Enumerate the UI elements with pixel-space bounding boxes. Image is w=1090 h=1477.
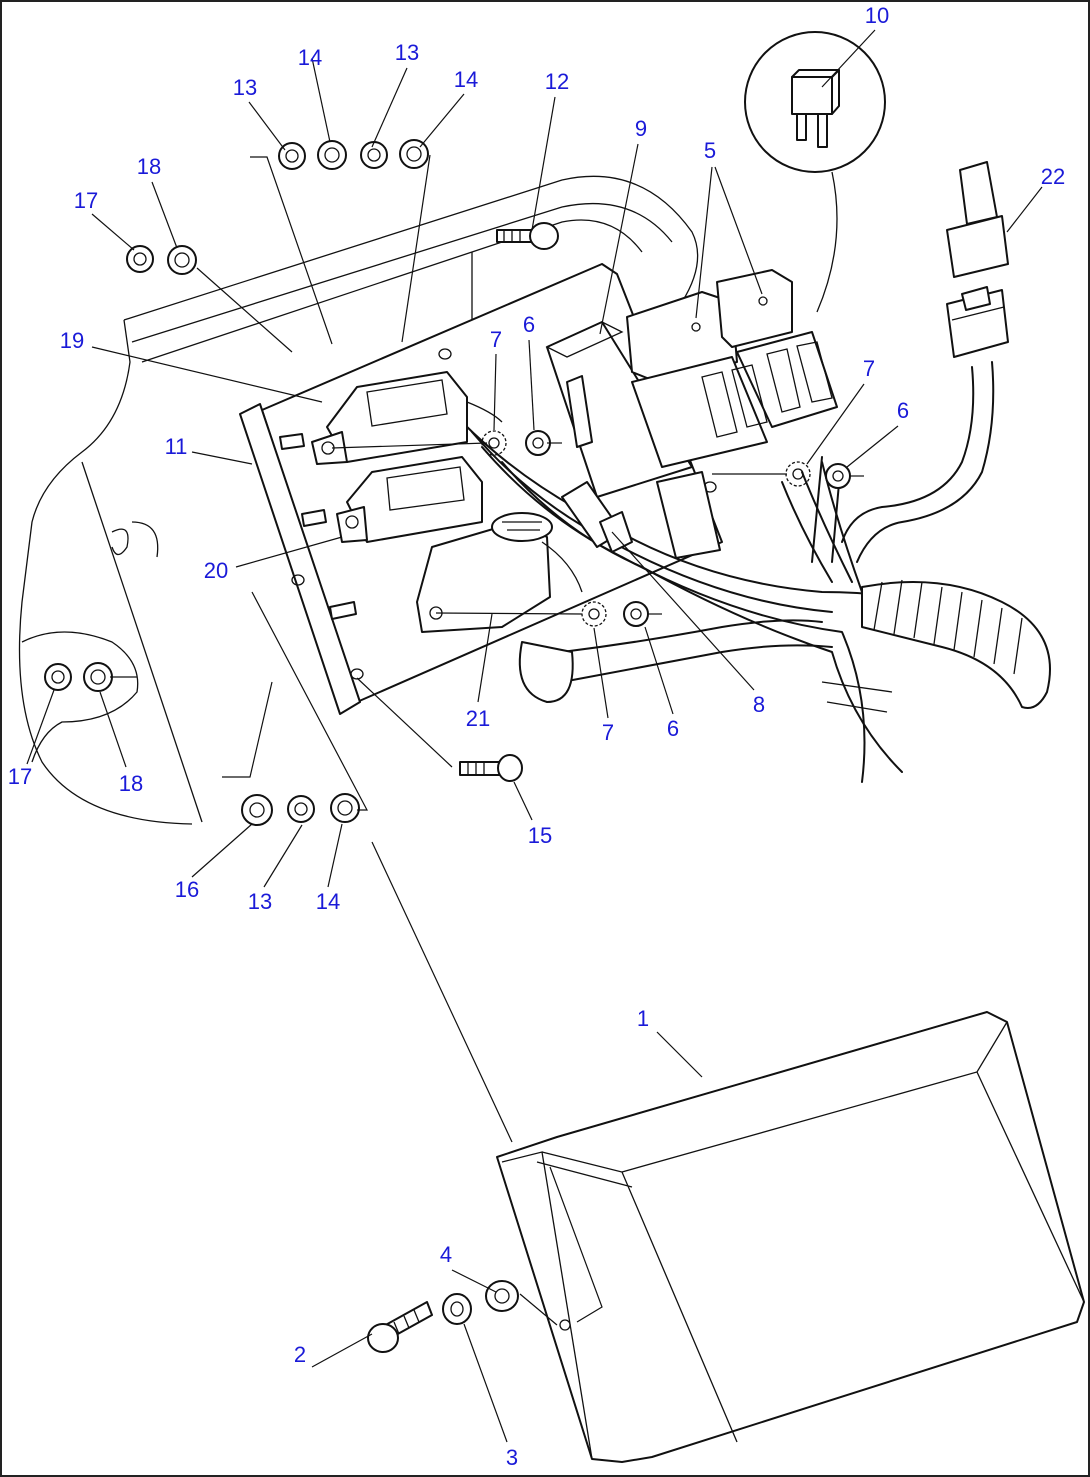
callout-c11: 11: [164, 434, 188, 459]
callout-c9: 9: [634, 116, 648, 141]
callout-c13b: 13: [394, 40, 420, 65]
callout-c10: 10: [864, 3, 890, 28]
buzzer-21: [416, 512, 583, 633]
callout-c4: 4: [439, 1242, 453, 1267]
hardware-top-row: [278, 139, 429, 170]
washer-4: [485, 1280, 519, 1312]
callout-c6b: 6: [896, 398, 910, 423]
fuse-detail: [744, 31, 886, 313]
callout-c7c: 7: [601, 720, 615, 745]
callout-c14a: 14: [297, 45, 323, 70]
callout-c22: 22: [1040, 164, 1066, 189]
callout-c2: 2: [293, 1342, 307, 1367]
bolt-12: [496, 222, 559, 250]
callout-c20: 20: [203, 558, 229, 583]
callout-c5: 5: [703, 138, 717, 163]
hardware-bottom-left: [44, 662, 113, 692]
relay-20: [336, 456, 483, 543]
connector-8: [561, 481, 633, 553]
cover-1: [496, 1011, 1085, 1463]
callout-c8: 8: [752, 692, 766, 717]
callout-c19: 19: [59, 328, 85, 353]
callout-c3: 3: [505, 1445, 519, 1470]
callout-c7b: 7: [862, 356, 876, 381]
callout-c13a: 13: [232, 75, 258, 100]
callout-c18a: 18: [136, 154, 162, 179]
callout-c14b: 14: [453, 67, 479, 92]
wiring-harness: [461, 361, 1051, 783]
callout-c18b: 18: [118, 771, 144, 796]
nuts-washers-6-7: [481, 430, 851, 627]
screw-2: [367, 1301, 433, 1353]
callout-c14c: 14: [315, 889, 341, 914]
relays-5: [626, 269, 838, 468]
callout-c13c: 13: [247, 889, 273, 914]
hardware-top-left: [126, 245, 197, 275]
callout-c17b: 17: [7, 764, 33, 789]
callout-c16: 16: [174, 877, 200, 902]
callout-c12: 12: [544, 69, 570, 94]
callout-c21: 21: [465, 706, 491, 731]
leader-lines: [26, 29, 1043, 1443]
callout-c17a: 17: [73, 188, 99, 213]
cab-panel-outline: [18, 175, 699, 825]
plate-studs: [279, 433, 357, 620]
callout-c7a: 7: [489, 327, 503, 352]
callout-c1: 1: [636, 1006, 650, 1031]
controller-9: [545, 321, 721, 559]
callout-c6a: 6: [522, 312, 536, 337]
relay-19: [311, 371, 503, 465]
bolt-15: [459, 754, 523, 782]
washer-3: [442, 1293, 472, 1325]
connector-22: [946, 161, 1009, 358]
hardware-bottom-row: [241, 793, 360, 826]
callout-c6c: 6: [666, 716, 680, 741]
callout-c15: 15: [527, 823, 553, 848]
